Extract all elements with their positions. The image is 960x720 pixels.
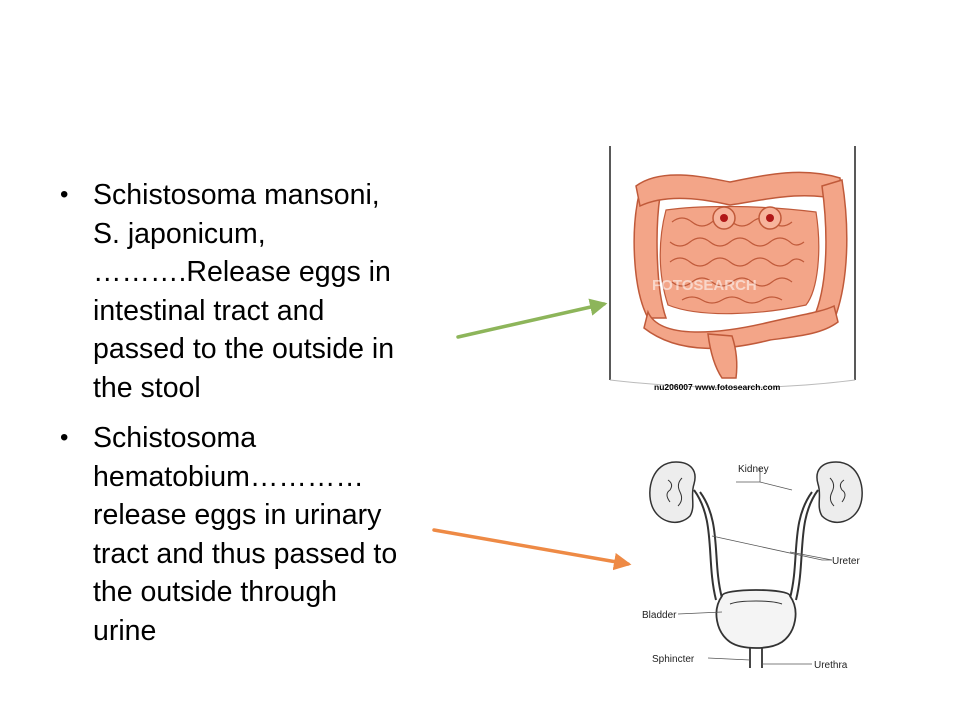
bladder bbox=[715, 589, 797, 649]
bullet-urinary-species: • Schistosoma hematobium………… release egg… bbox=[58, 419, 458, 650]
bullet-line: ……….Release eggs in bbox=[93, 256, 391, 288]
bullet-line: the stool bbox=[93, 371, 201, 404]
label-sphincter: Sphincter bbox=[652, 654, 695, 665]
bullet-list: • Schistosoma mansoni, S. japonicum, ………… bbox=[58, 176, 458, 650]
left-ureter bbox=[693, 489, 717, 601]
green-arrow bbox=[456, 298, 608, 339]
urinary-labels: Kidney Ureter Bladder Sphincter Urethra bbox=[642, 464, 860, 671]
bullet-line: hematobium………… bbox=[93, 460, 364, 493]
red-markers bbox=[712, 206, 782, 230]
bullet-line: urine bbox=[93, 614, 157, 647]
watermark: FOTOSEARCH bbox=[652, 277, 757, 294]
bullet-line: passed to the outside in bbox=[93, 333, 395, 365]
urethra bbox=[749, 648, 763, 668]
left-kidney bbox=[649, 461, 696, 524]
intestine-coils bbox=[669, 217, 805, 304]
right-ureter bbox=[795, 489, 819, 601]
bullet-intestinal-species: • Schistosoma mansoni, S. japonicum, ………… bbox=[58, 176, 458, 407]
urinary-image bbox=[649, 461, 863, 668]
label-bladder: Bladder bbox=[642, 610, 677, 621]
image-caption: nu206007 www.fotosearch.com bbox=[654, 382, 781, 392]
label-urethra: Urethra bbox=[814, 660, 848, 671]
bullet-line: S. japonicum, bbox=[93, 217, 266, 250]
bullet-dot: • bbox=[60, 181, 69, 208]
bullet-line: Schistosoma mansoni, bbox=[93, 179, 380, 211]
intestine-image: FOTOSEARCH nu206007 www.fotosearch.com bbox=[608, 145, 860, 400]
bullet-line: the outside through bbox=[93, 576, 338, 608]
large-intestine bbox=[633, 171, 848, 379]
bullet-line: Schistosoma bbox=[93, 422, 257, 454]
right-kidney bbox=[816, 461, 863, 524]
bullet-line: release eggs in urinary bbox=[93, 499, 382, 531]
small-intestine bbox=[659, 205, 820, 315]
label-kidney: Kidney bbox=[738, 464, 769, 475]
bullet-line: intestinal tract and bbox=[93, 294, 325, 327]
bullet-dot: • bbox=[60, 424, 69, 451]
label-ureter: Ureter bbox=[832, 556, 860, 567]
orange-arrow bbox=[432, 528, 632, 571]
bullet-line: tract and thus passed to bbox=[93, 537, 398, 570]
